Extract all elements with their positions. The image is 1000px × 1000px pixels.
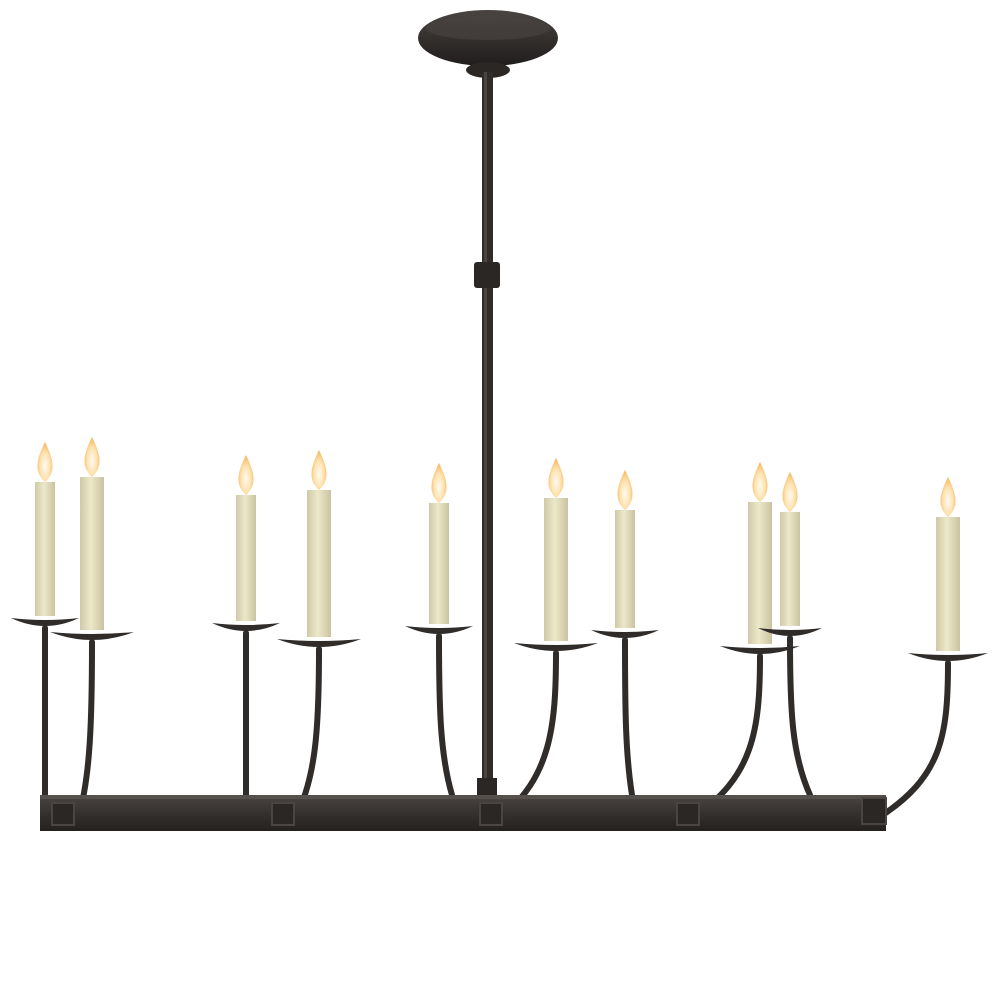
candle <box>514 458 598 651</box>
flame-bulb <box>238 455 254 495</box>
flame-bulb <box>431 463 447 503</box>
bobeche <box>720 646 800 654</box>
candle-sleeve <box>35 482 55 616</box>
bobeche <box>514 643 598 651</box>
bobeche <box>50 632 134 640</box>
bobeche <box>11 618 79 626</box>
bobeche <box>277 639 361 647</box>
bobeche <box>212 623 280 631</box>
candle <box>212 455 280 631</box>
candle <box>50 437 134 640</box>
candle-arm <box>292 646 322 821</box>
candle <box>908 477 988 661</box>
flame-bulb <box>782 472 798 512</box>
candle <box>405 463 473 634</box>
candle-arm <box>622 637 635 798</box>
candle-sleeve <box>615 510 635 628</box>
candle <box>591 470 659 638</box>
candle-sleeve <box>780 512 800 626</box>
candle-arm <box>875 660 951 821</box>
flame-bulb <box>752 462 768 502</box>
ceiling-canopy <box>418 10 558 78</box>
candle-arm <box>787 635 813 798</box>
bobeche <box>591 630 659 638</box>
candle <box>277 450 361 647</box>
support-rod <box>474 72 500 800</box>
flame-bulb <box>311 450 327 490</box>
flame-bulb <box>37 442 53 482</box>
candle-arm <box>75 639 95 821</box>
candle-sleeve <box>80 477 104 630</box>
bobeche <box>758 628 822 636</box>
candle-sleeve <box>544 498 568 641</box>
candle <box>758 472 822 636</box>
candle-sleeve <box>936 517 960 651</box>
horizontal-bar <box>40 795 887 831</box>
flame-bulb <box>940 477 956 517</box>
flame-bulb <box>548 458 564 498</box>
candle-sleeve <box>748 502 772 644</box>
candle-arm <box>436 633 455 798</box>
candle-arm <box>689 653 763 821</box>
candle <box>720 462 800 654</box>
bobeche <box>908 653 988 661</box>
candle-sleeve <box>307 490 331 637</box>
candle-sleeve <box>236 495 256 621</box>
bobeche <box>405 626 473 634</box>
candles <box>11 437 988 661</box>
flame-bulb <box>84 437 100 477</box>
candle-sleeve <box>429 503 449 624</box>
candle <box>11 442 79 626</box>
flame-bulb <box>617 470 633 510</box>
candle-arm <box>497 650 559 821</box>
